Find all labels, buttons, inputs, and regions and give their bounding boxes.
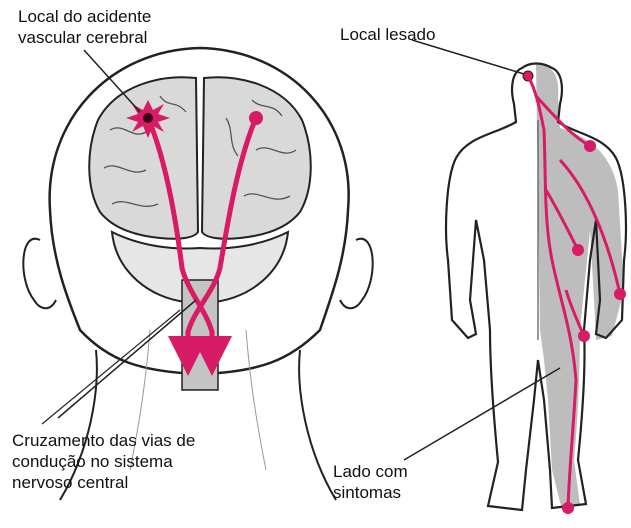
stroke-site-label-line-1: Local do acidente — [18, 6, 151, 27]
pathway-crossing-label-line-1: Cruzamento das vias de — [12, 430, 195, 451]
symptom-point-arm — [572, 244, 584, 256]
symptom-point-hand — [614, 288, 626, 300]
right-ear — [340, 239, 373, 309]
symptom-point-shoulder — [584, 140, 596, 152]
body-back-view — [446, 64, 626, 515]
body-outline — [446, 64, 626, 511]
symptom-point-foot — [562, 502, 574, 514]
pathway-crossing-label-line-2: condução no sistema — [12, 451, 195, 472]
injured-site-label: Local lesado — [340, 24, 435, 45]
stroke-site-label-line-2: vascular cerebral — [18, 27, 151, 48]
symptom-side-leader — [404, 368, 560, 460]
pathway-crossing-label: Cruzamento das vias de condução no siste… — [12, 430, 195, 493]
neck-right — [299, 350, 336, 500]
left-ear — [23, 239, 56, 309]
symptom-side-label-line-2: sintomas — [333, 482, 408, 503]
pathway-crossing-label-line-3: nervoso central — [12, 472, 195, 493]
symptom-side-label: Lado com sintomas — [333, 461, 408, 503]
stroke-site-label: Local do acidente vascular cerebral — [18, 6, 151, 48]
injured-site-leader — [412, 40, 524, 74]
right-cortex-origin — [249, 111, 263, 125]
injured-site-label-text: Local lesado — [340, 24, 435, 45]
symptom-side-label-line-1: Lado com — [333, 461, 408, 482]
symptom-point-hip — [578, 330, 590, 342]
